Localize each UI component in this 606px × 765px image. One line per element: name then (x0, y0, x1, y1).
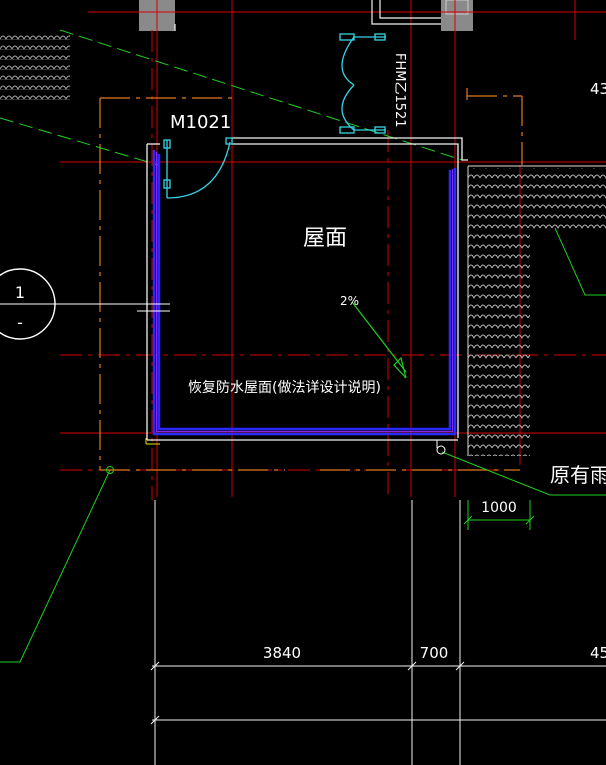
dimension-room-width: 3840 (263, 644, 301, 662)
dimension-canopy (463, 500, 535, 530)
wall-top-white (174, 0, 441, 31)
fire-door-fhm (339, 33, 386, 134)
tile-hatch-canopy (468, 168, 530, 456)
dimension-gap-width: 700 (420, 644, 449, 662)
tile-hatch-top-left (0, 34, 70, 100)
column-top-right-inner (445, 0, 469, 15)
section-mark-number: 1 (15, 283, 25, 302)
section-mark-sub: - (17, 313, 23, 332)
fire-door-tag: FHM乙1521 (392, 53, 407, 128)
slope-arrow (351, 301, 407, 379)
door-tag: M1021 (170, 112, 231, 133)
axis-grid-red-dashed (60, 30, 606, 500)
downpipe (436, 445, 446, 455)
note-label: 恢复防水屋面(做法详设计说明) (188, 379, 381, 396)
door-m1021 (163, 137, 233, 199)
dimension-right-top: 43 (590, 80, 606, 98)
eave-line-green-dashed-left (0, 117, 159, 166)
tile-hatch-canopy-top (530, 168, 606, 234)
dimension-canopy-width: 1000 (481, 500, 517, 516)
roof-label: 屋面 (303, 226, 347, 251)
waterproof-line-blue (152, 150, 457, 436)
dimension-lines-bottom (150, 500, 606, 765)
slope-label: 2% (340, 294, 359, 308)
wall-outline-white (146, 137, 468, 441)
leader-lines-green (0, 227, 606, 663)
canopy-label: 原有雨 (550, 463, 606, 487)
dimension-right-bottom: 45 (590, 644, 606, 662)
section-mark: 1 - (0, 268, 170, 340)
waterproof-line-purple (155, 152, 454, 433)
parapet-yellow (145, 438, 160, 445)
